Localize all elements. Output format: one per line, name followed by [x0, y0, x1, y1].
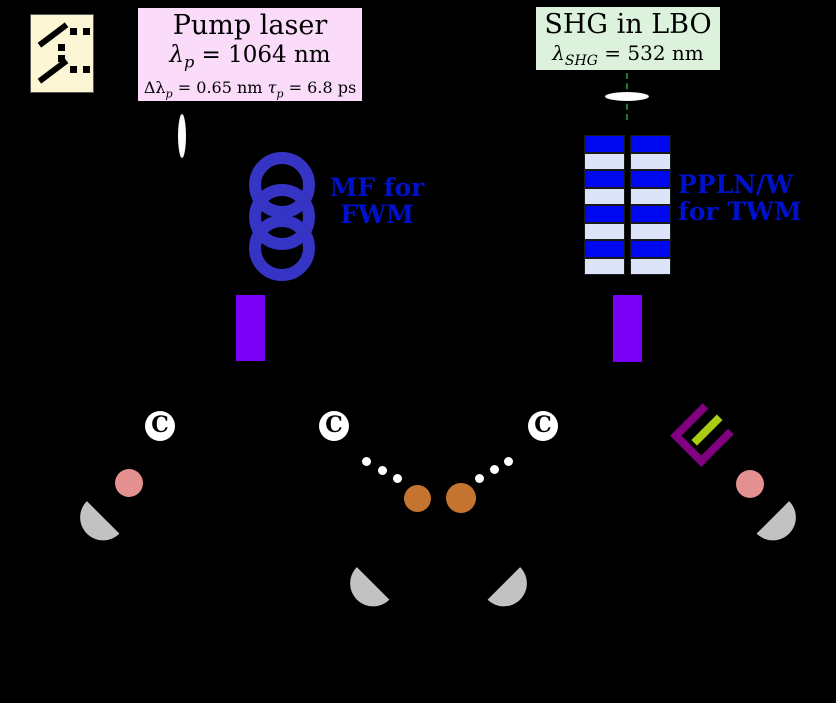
- filter-icon: [613, 295, 642, 362]
- ppln-label: PPLN/W for TWM: [678, 170, 802, 226]
- beam-dash-dot: [475, 474, 484, 483]
- photon-dot-pink: [115, 469, 143, 497]
- mf-label: MF for FWM: [329, 173, 425, 229]
- ppln-waveguide-icon: [584, 135, 671, 275]
- legend-dash-square-icon: [58, 44, 65, 51]
- beam-dash-dot: [393, 474, 402, 483]
- mirror-icon: [340, 567, 390, 616]
- grating-green-bar: [691, 414, 723, 446]
- legend-dash-square-icon: [83, 28, 90, 35]
- shg-title: SHG in LBO: [544, 9, 712, 40]
- legend-mirror-icon: [37, 58, 69, 84]
- legend-dash-square-icon: [58, 55, 65, 62]
- legend-dash-square-icon: [70, 66, 77, 73]
- legend-dash-square-icon: [83, 66, 90, 73]
- pump-wavelength-line: λp = 1064 nm: [169, 42, 331, 72]
- beam-dash-dot: [504, 457, 513, 466]
- filter-icon: [236, 295, 265, 361]
- beam-dash-dot: [362, 457, 371, 466]
- photon-dot-orange: [446, 483, 476, 513]
- lens-icon: [605, 92, 649, 101]
- photon-dot-orange: [404, 485, 431, 512]
- lens-icon: [178, 114, 186, 158]
- legend-dash-square-icon: [70, 28, 77, 35]
- photon-dot-pink: [736, 470, 764, 498]
- circulator-icon: C: [528, 411, 558, 441]
- legend-box: [30, 14, 94, 93]
- pump-detail-line: Δλp = 0.65 nm τp = 6.8 ps: [143, 77, 357, 100]
- circulator-icon: C: [319, 411, 349, 441]
- mirror-icon: [487, 567, 537, 616]
- circulator-icon: C: [145, 411, 175, 441]
- pump-laser-box: Pump laser λp = 1064 nm Δλp = 0.65 nm τp…: [137, 7, 363, 102]
- beam-dash-dot: [490, 465, 499, 474]
- shg-wavelength-line: λSHG = 532 nm: [552, 41, 704, 70]
- pump-laser-title: Pump laser: [172, 10, 328, 41]
- fiber-coil-icon: [249, 215, 315, 281]
- grating-icon: [670, 403, 734, 467]
- mirror-icon: [70, 501, 120, 550]
- shg-lbo-box: SHG in LBO λSHG = 532 nm: [535, 6, 721, 71]
- beam-dash-dot: [378, 466, 387, 475]
- mirror-icon: [756, 501, 806, 550]
